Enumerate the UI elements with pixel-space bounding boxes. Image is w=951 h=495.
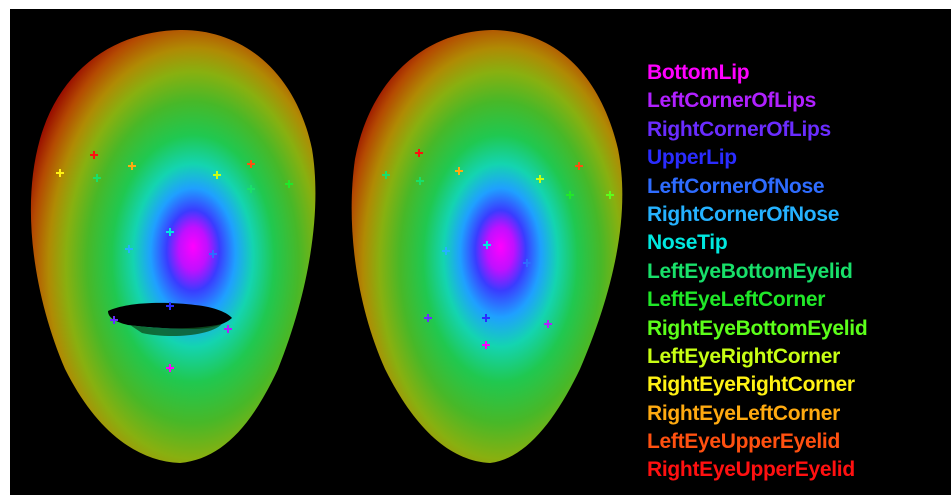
- right-face-marker-right-corner-of-nose: [523, 259, 531, 267]
- left-face-marker-right-corner-of-nose: [209, 250, 217, 258]
- faces-heatmap: [30, 29, 623, 464]
- lower-lip-shadow: [130, 324, 222, 336]
- left-face-marker-bottom-lip: [166, 364, 174, 372]
- legend-item-left-eye-bottom-eyelid: LeftEyeBottomEyelid: [647, 259, 853, 283]
- legend-item-bottom-lip: BottomLip: [647, 61, 750, 84]
- left-face-heatmap: [30, 29, 316, 464]
- right-face: [351, 30, 623, 463]
- right-face-marker-left-eye-bottom-eyelid: [416, 177, 424, 185]
- left-face-marker-right-eye-left-corner: [213, 171, 221, 179]
- left-face-marker-left-corner-of-nose: [125, 245, 133, 253]
- left-face-marker-left-eye-bottom-eyelid: [93, 174, 101, 182]
- left-face-marker-right-corner-of-lips: [224, 325, 232, 333]
- right-face-marker-right-eye-left-corner: [536, 175, 544, 183]
- legend-item-nose-tip: NoseTip: [647, 231, 728, 255]
- left-face-marker-right-eye-bottom-eyelid: [247, 185, 255, 193]
- legend-item-left-eye-upper-eyelid: LeftEyeUpperEyelid: [647, 430, 840, 454]
- left-face-marker-right-eye-upper-eyelid: [247, 160, 255, 168]
- left-face-marker-left-corner-of-lips: [110, 316, 118, 324]
- legend-item-right-eye-bottom-eyelid: RightEyeBottomEyelid: [647, 316, 868, 340]
- right-face-marker-left-eye-right-corner: [455, 167, 463, 175]
- right-face-marker-right-eye-bottom-eyelid: [566, 191, 574, 199]
- legend-item-left-eye-right-corner: LeftEyeRightCorner: [647, 344, 840, 368]
- right-face-marker-right-eye-upper-eyelid: [575, 162, 583, 170]
- right-face-marker-upper-lip: [482, 314, 490, 322]
- mouth-cavity: [108, 302, 232, 329]
- left-face-marker-upper-lip: [166, 302, 174, 310]
- left-face-marker-nose-tip: [166, 228, 174, 236]
- legend-item-right-corner-of-lips: RightCornerOfLips: [647, 117, 831, 141]
- left-face-marker-left-eye-upper-eyelid: [90, 151, 98, 159]
- right-face-marker-nose-tip: [483, 241, 491, 249]
- right-face-marker-right-corner-of-lips: [544, 320, 552, 328]
- legend-item-right-eye-upper-eyelid: RightEyeUpperEyelid: [647, 458, 855, 482]
- legend-item-upper-lip: UpperLip: [647, 146, 737, 170]
- right-face-marker-right-eye-right-corner: [606, 191, 614, 199]
- right-face-marker-left-corner-of-nose: [442, 247, 450, 255]
- right-face-marker-bottom-lip: [482, 341, 490, 349]
- left-face-marker-far-left-eye-left-corner: [56, 169, 64, 177]
- legend-item-left-corner-of-lips: LeftCornerOfLips: [647, 89, 817, 113]
- left-face-marker-left-eye-right-corner: [128, 162, 136, 170]
- left-face-markers: [56, 151, 293, 372]
- left-face-marker-right-eye-right-corner: [285, 180, 293, 188]
- right-face-marker-left-corner-of-lips: [424, 314, 432, 322]
- right-face-marker-inner-eye-marker: [382, 171, 390, 179]
- legend-item-right-eye-left-corner: RightEyeLeftCorner: [647, 401, 840, 425]
- legend-item-right-eye-right-corner: RightEyeRightCorner: [647, 373, 855, 397]
- right-face-markers: [382, 149, 614, 349]
- right-face-marker-left-eye-upper-eyelid: [415, 149, 423, 157]
- legend-item-left-corner-of-nose: LeftCornerOfNose: [647, 174, 825, 198]
- left-face: [30, 29, 316, 464]
- legend-item-right-corner-of-nose: RightCornerOfNose: [647, 202, 840, 226]
- legend-item-left-eye-left-corner: LeftEyeLeftCorner: [647, 288, 826, 312]
